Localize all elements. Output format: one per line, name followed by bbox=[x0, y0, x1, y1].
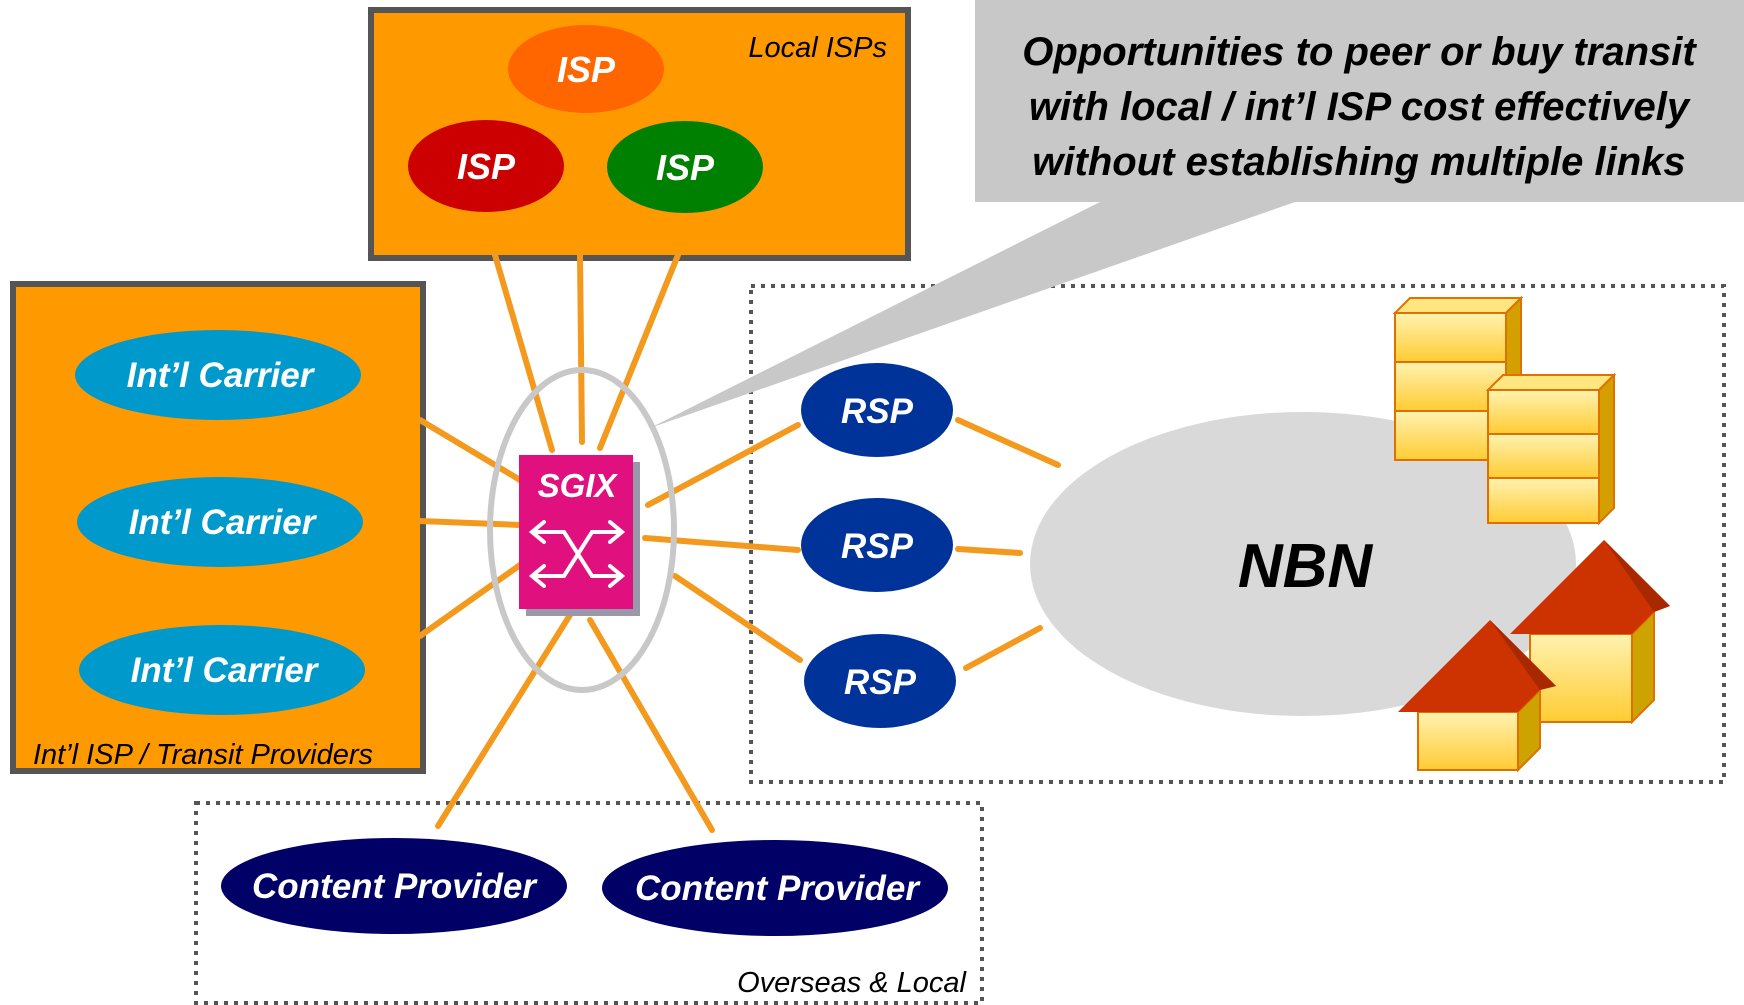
callout: Opportunities to peer or buy transit wit… bbox=[650, 0, 1744, 428]
carrier-node-1[interactable]: Int’l Carrier bbox=[75, 330, 361, 420]
callout-line-1: Opportunities to peer or buy transit bbox=[1022, 30, 1697, 74]
carrier-3-label: Int’l Carrier bbox=[131, 651, 320, 690]
isp-node-left[interactable]: ISP bbox=[408, 120, 564, 212]
rsp-node-1[interactable]: RSP bbox=[801, 363, 953, 457]
intl-transit-label: Int’l ISP / Transit Providers bbox=[33, 739, 373, 771]
house-icon bbox=[1510, 540, 1670, 725]
isp-node-top[interactable]: ISP bbox=[508, 25, 664, 113]
nbn-region-border bbox=[749, 284, 1726, 784]
carrier-2-label: Int’l Carrier bbox=[129, 503, 318, 542]
carrier-node-2[interactable]: Int’l Carrier bbox=[77, 477, 363, 567]
carrier-node-3[interactable]: Int’l Carrier bbox=[79, 625, 365, 715]
server-stack-icon bbox=[1485, 372, 1617, 526]
content-2-label: Content Provider bbox=[635, 869, 921, 908]
nbn-label: NBN bbox=[1238, 532, 1374, 601]
overseas-local-label: Overseas & Local bbox=[737, 967, 967, 999]
carrier-1-label: Int’l Carrier bbox=[127, 356, 316, 395]
switch-icon bbox=[528, 520, 626, 588]
callout-line-2: with local / int’l ISP cost effectively bbox=[1029, 85, 1691, 129]
rsp-node-3[interactable]: RSP bbox=[804, 634, 956, 728]
rsp-3-label: RSP bbox=[844, 663, 917, 702]
content-provider-node-2[interactable]: Content Provider bbox=[602, 840, 948, 936]
nbn-node[interactable]: NBN bbox=[1030, 412, 1576, 716]
sgix-label: SGIX bbox=[538, 467, 619, 504]
content-1-label: Content Provider bbox=[252, 867, 538, 906]
local-isps-label: Local ISPs bbox=[748, 32, 887, 64]
callout-line-3: without establishing multiple links bbox=[1032, 140, 1685, 184]
rsp-node-2[interactable]: RSP bbox=[801, 498, 953, 592]
overseas-local-region-border bbox=[194, 801, 984, 1005]
house-icon bbox=[1398, 620, 1556, 773]
isp-right-label: ISP bbox=[656, 147, 715, 188]
rsp-2-label: RSP bbox=[841, 527, 914, 566]
sgix-ring bbox=[487, 367, 677, 693]
links bbox=[417, 252, 1061, 833]
isp-node-right[interactable]: ISP bbox=[607, 121, 763, 213]
rsp-1-label: RSP bbox=[841, 392, 914, 431]
sgix-switch[interactable]: SGIX bbox=[519, 455, 640, 616]
isp-top-label: ISP bbox=[557, 49, 616, 90]
isp-left-label: ISP bbox=[457, 146, 516, 187]
content-provider-node-1[interactable]: Content Provider bbox=[221, 838, 567, 934]
